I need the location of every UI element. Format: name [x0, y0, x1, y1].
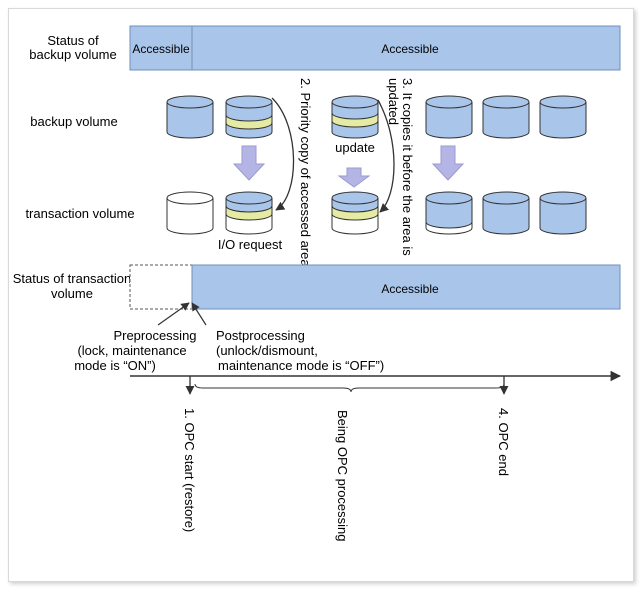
- transaction-status-seg: [191, 264, 621, 310]
- transaction-status-label-line1: Status of transaction: [13, 271, 132, 286]
- backup-status-label-line1: Status of: [47, 33, 99, 48]
- copy-arrow-3: [431, 145, 465, 181]
- preprocessing-pointer: [157, 302, 190, 326]
- postprocessing-pointer: [191, 302, 207, 326]
- backup-status-seg-1: [129, 25, 193, 71]
- transaction-disk-1-empty: [166, 191, 214, 235]
- opc-processing-brace: [194, 383, 505, 393]
- transaction-status-seg-text: Accessible: [381, 282, 439, 296]
- transaction-disk-6: [539, 191, 587, 235]
- transaction-status-label-line2: volume: [51, 286, 93, 301]
- preprocessing-line2: (lock, maintenance: [77, 343, 186, 358]
- transaction-volume-label: transaction volume: [25, 206, 134, 221]
- transaction-disk-3: [331, 191, 379, 235]
- opc-end-label: 4. OPC end: [496, 408, 511, 476]
- copy-before-update-curve: [377, 99, 395, 213]
- being-opc-label: Being OPC processing: [335, 410, 350, 542]
- backup-volume-label: backup volume: [30, 114, 117, 129]
- backup-disk-6: [539, 95, 587, 139]
- transaction-status-dashed-box: [129, 264, 193, 310]
- backup-status-seg-2: [191, 25, 621, 71]
- backup-status-seg-1-text: Accessible: [132, 42, 190, 56]
- backup-disk-5: [482, 95, 530, 139]
- postprocessing-line1: Postprocessing: [216, 328, 305, 343]
- backup-disk-1: [166, 95, 214, 139]
- backup-disk-2-partial: [225, 95, 273, 139]
- postprocessing-line3: maintenance mode is “OFF”): [218, 358, 384, 373]
- transaction-disk-5: [482, 191, 530, 235]
- copy-arrow-2: [337, 167, 371, 188]
- postprocessing-line2: (unlock/dismount,: [216, 343, 318, 358]
- update-label: update: [335, 140, 375, 155]
- transaction-disk-4: [425, 191, 473, 235]
- copies-before-annotation: 3. It copies it before the area is: [400, 78, 415, 256]
- priority-copy-curve: [271, 97, 295, 211]
- preprocessing-line1: Preprocessing: [113, 328, 196, 343]
- copy-arrow-1: [232, 145, 266, 181]
- preprocessing-line3: mode is “ON”): [74, 358, 156, 373]
- io-request-label: I/O request: [218, 237, 283, 252]
- opc-start-label: 1. OPC start (restore): [182, 408, 197, 532]
- transaction-disk-2: [225, 191, 273, 235]
- backup-status-seg-2-text: Accessible: [381, 42, 439, 56]
- backup-status-label-line2: backup volume: [29, 47, 116, 62]
- priority-copy-annotation: 2. Priority copy of accessed area: [298, 78, 313, 267]
- copies-before-annotation-2: updated: [386, 78, 401, 125]
- backup-disk-4: [425, 95, 473, 139]
- backup-disk-3-partial: [331, 95, 379, 139]
